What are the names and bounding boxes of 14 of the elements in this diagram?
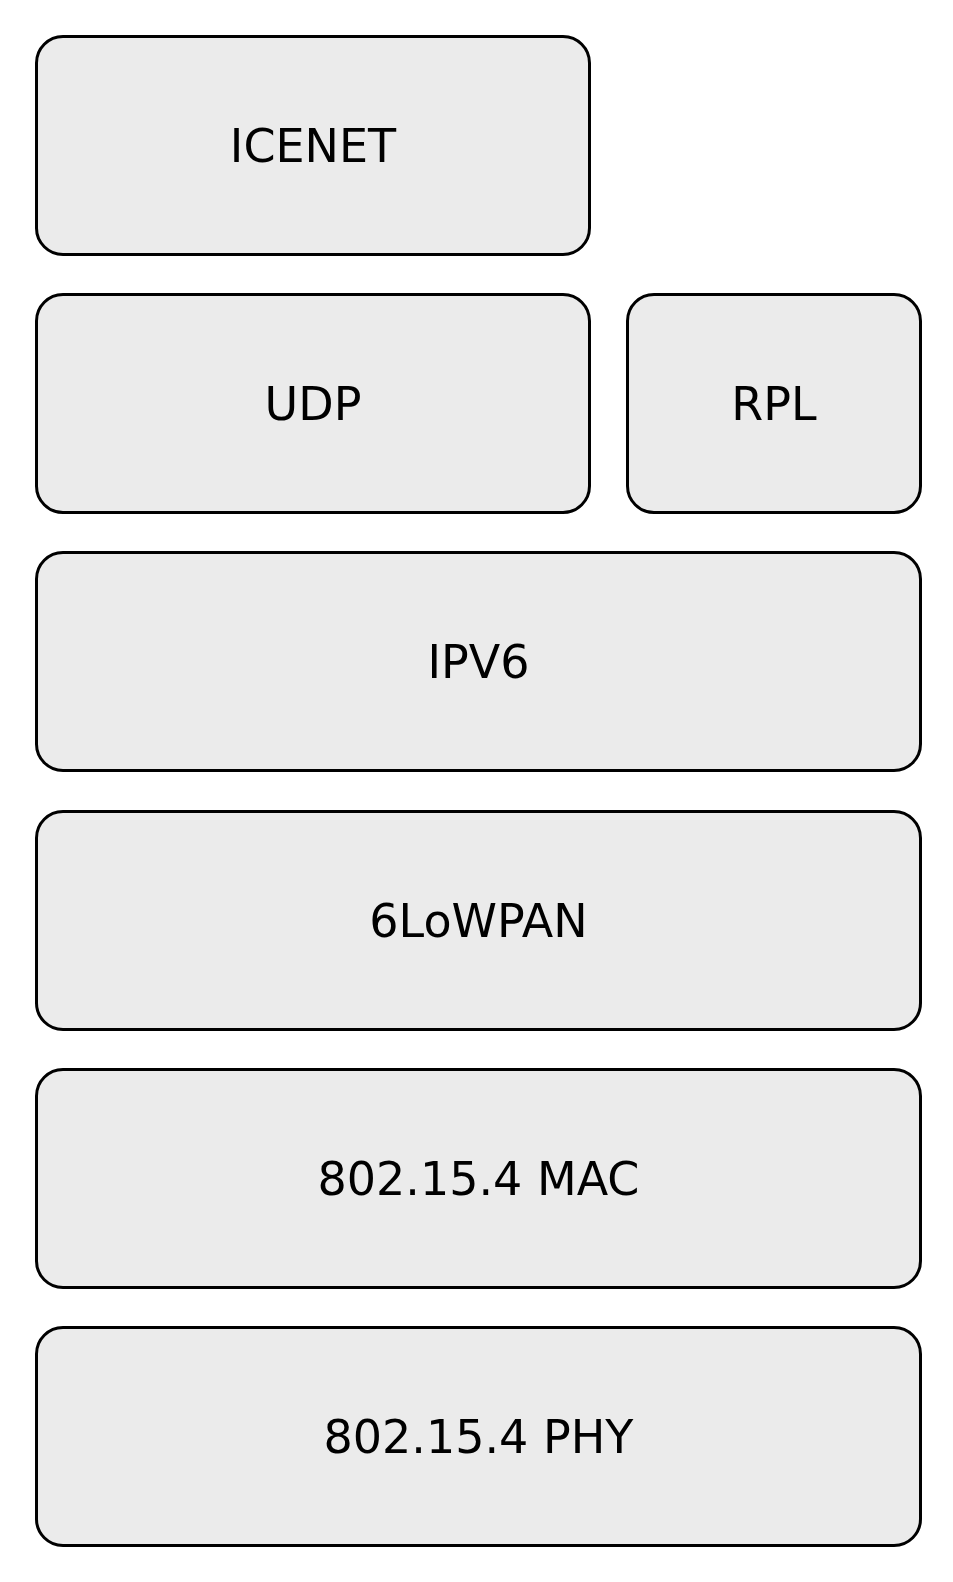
layer-box [35,1068,922,1289]
layer-box [35,293,591,514]
layer-box [35,1326,922,1547]
layer-label: ICENET [229,118,397,173]
layer-label: IPV6 [427,634,530,689]
layer-label: 802.15.4 MAC [317,1151,640,1206]
layer-label: RPL [731,376,817,431]
layer-label: 6LoWPAN [369,893,588,948]
layer-box [35,35,591,256]
layer-label: 802.15.4 PHY [323,1409,634,1464]
layer-box [35,551,922,772]
layer-box [35,810,922,1031]
layer-box [626,293,922,514]
layer-label: UDP [264,376,362,431]
